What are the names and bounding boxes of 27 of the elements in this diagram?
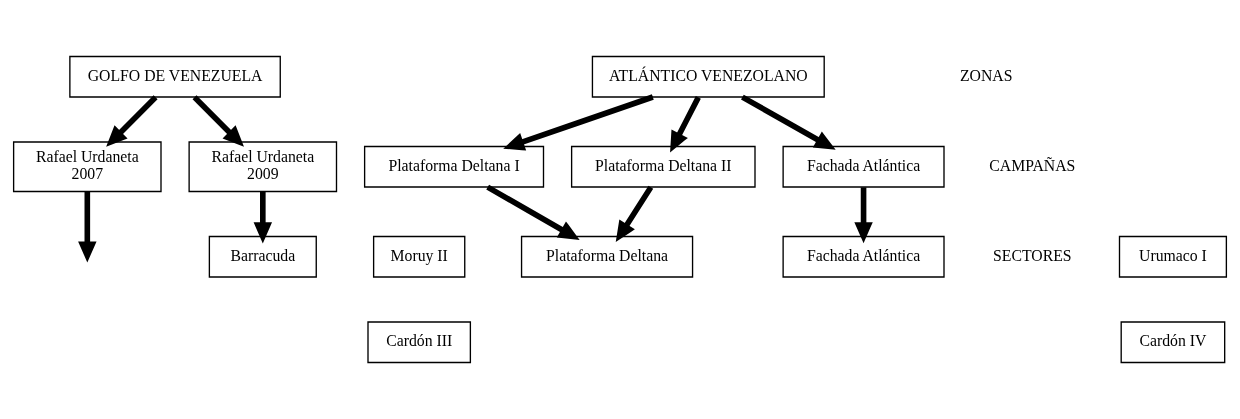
label: ZONAS (959, 66, 1013, 84)
node-box: Plataforma Deltana (520, 235, 694, 278)
node-box: Moruy II (372, 235, 466, 278)
node-box: ATLÁNTICO VENEZOLANO (591, 55, 825, 98)
arrow (854, 187, 873, 244)
label: CAMPAÑAS (989, 156, 1076, 174)
arrow (78, 191, 97, 263)
node-box: Urumaco I (1118, 235, 1228, 278)
node-box: GOLFO DE VENEZUELA (69, 55, 281, 98)
node-box: Cardón IV (1120, 321, 1226, 364)
arrow (741, 94, 836, 150)
arrow (615, 185, 654, 243)
label: SECTORES (993, 246, 1072, 264)
node-box: Rafael Urdaneta 2007 (12, 141, 162, 193)
node-box: Rafael Urdaneta 2009 (188, 141, 338, 193)
arrow (253, 191, 273, 244)
arrow (503, 94, 654, 151)
node-box: Barracuda (208, 235, 317, 278)
arrow (670, 96, 701, 153)
node-box: Fachada Atlántica (782, 145, 945, 188)
node-box: Cardón III (367, 321, 472, 364)
arrow (106, 95, 158, 147)
node-box: Fachada Atlántica (782, 235, 945, 278)
arrow (486, 184, 580, 240)
node-box: Plataforma Deltana I (363, 145, 545, 188)
arrow (192, 95, 244, 147)
node-box: Plataforma Deltana II (570, 145, 756, 188)
